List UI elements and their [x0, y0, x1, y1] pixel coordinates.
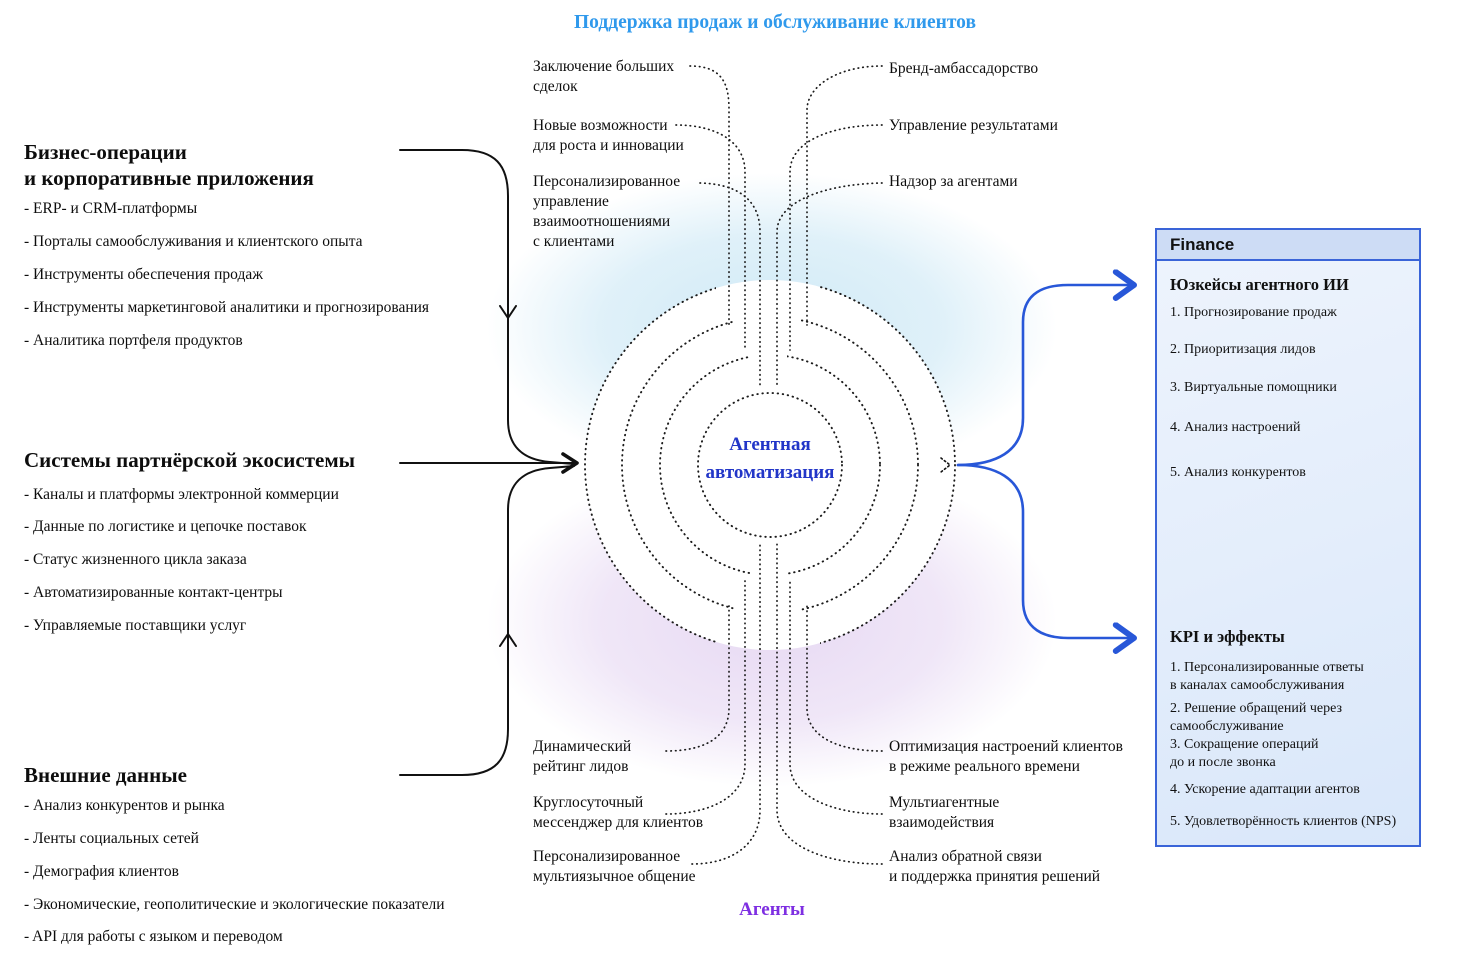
list-item: - Анализ конкурентов и рынка: [24, 797, 225, 814]
list-item: - Ленты социальных сетей: [24, 830, 199, 847]
list-item: - Автоматизированные контакт-центры: [24, 584, 283, 601]
kpi-item: 4. Ускорение адаптации агентов: [1170, 782, 1360, 797]
kpi-item: 3. Сокращение операций до и после звонка: [1170, 737, 1319, 770]
hub-label-results-management: Управление результатами: [889, 117, 1058, 134]
hub-label-brand-ambassadorship: Бренд-амбассадорство: [889, 60, 1039, 77]
hub-center-line2: автоматизация: [705, 462, 835, 483]
list-item: - Инструменты маркетинговой аналитики и …: [24, 299, 430, 316]
list-item: - API для работы с языком и переводом: [24, 928, 283, 945]
list-item: - Аналитика портфеля продуктов: [24, 332, 243, 349]
usecase-item: 3. Виртуальные помощники: [1170, 380, 1337, 395]
blue-output-arrows: [956, 285, 1134, 638]
hub-label-sentiment-optimization: Оптимизация настроений клиентов в режиме…: [889, 738, 1123, 775]
usecases-title: Юзкейсы агентного ИИ: [1170, 275, 1349, 294]
usecase-item: 2. Приоритизация лидов: [1170, 342, 1316, 357]
finance-panel: Finance Юзкейсы агентного ИИ 1. Прогнози…: [1155, 228, 1421, 847]
list-item: - Данные по логистике и цепочке поставок: [24, 518, 307, 535]
kpi-title: KPI и эффекты: [1170, 627, 1285, 646]
list-item: - Статус жизненного цикла заказа: [24, 551, 247, 568]
hub-center-label: Агентная автоматизация: [668, 431, 872, 487]
list-item: - Демография клиентов: [24, 863, 179, 880]
diagram-title: Поддержка продаж и обслуживание клиентов: [574, 12, 976, 33]
list-item: - Управляемые поставщики услуг: [24, 617, 247, 634]
hub-label-personalized-crm: Персонализированное управление взаимоотн…: [533, 173, 681, 250]
section-heading-business-operations: Бизнес-операции и корпоративные приложен…: [24, 140, 314, 190]
list-item: - Экономические, геополитические и эколо…: [24, 896, 445, 913]
list-item: - ERP- и CRM-платформы: [24, 200, 198, 217]
usecase-item: 4. Анализ настроений: [1170, 420, 1301, 435]
list-item: - Каналы и платформы электронной коммерц…: [24, 486, 339, 503]
list-item: - Инструменты обеспечения продаж: [24, 266, 263, 283]
hub-label-agent-oversight: Надзор за агентами: [889, 173, 1018, 190]
kpi-item: 2. Решение обращений через самообслужива…: [1170, 701, 1342, 734]
agents-label: Агенты: [739, 899, 805, 920]
kpi-item: 1. Персонализированные ответы в каналах …: [1170, 660, 1364, 693]
finance-panel-header: Finance: [1157, 230, 1419, 261]
hub-label-feedback-analysis: Анализ обратной связи и поддержка принят…: [889, 848, 1101, 885]
section-heading-partner-ecosystem: Системы партнёрской экосистемы: [24, 448, 356, 472]
list-item: - Порталы самообслуживания и клиентского…: [24, 233, 363, 250]
hub-label-24-7-messenger: Круглосуточный мессенджер для клиентов: [533, 794, 704, 831]
hub-label-growth-opportunities: Новые возможности для роста и инновации: [533, 117, 684, 154]
usecase-item: 5. Анализ конкурентов: [1170, 465, 1306, 480]
hub-label-big-deals: Заключение больших сделок: [533, 58, 675, 95]
section-heading-external-data: Внешние данные: [24, 763, 187, 787]
kpi-item: 5. Удовлетворённость клиентов (NPS): [1170, 814, 1397, 829]
hub-center-line1: Агентная: [729, 434, 811, 455]
hub-label-multiagent-interactions: Мультиагентные взаимодействия: [889, 794, 1000, 831]
usecase-item: 1. Прогнозирование продаж: [1170, 305, 1337, 320]
hub-label-multilingual-communication: Персонализированное мультиязычное общени…: [533, 848, 696, 885]
hub-label-dynamic-lead-scoring: Динамический рейтинг лидов: [533, 738, 632, 775]
